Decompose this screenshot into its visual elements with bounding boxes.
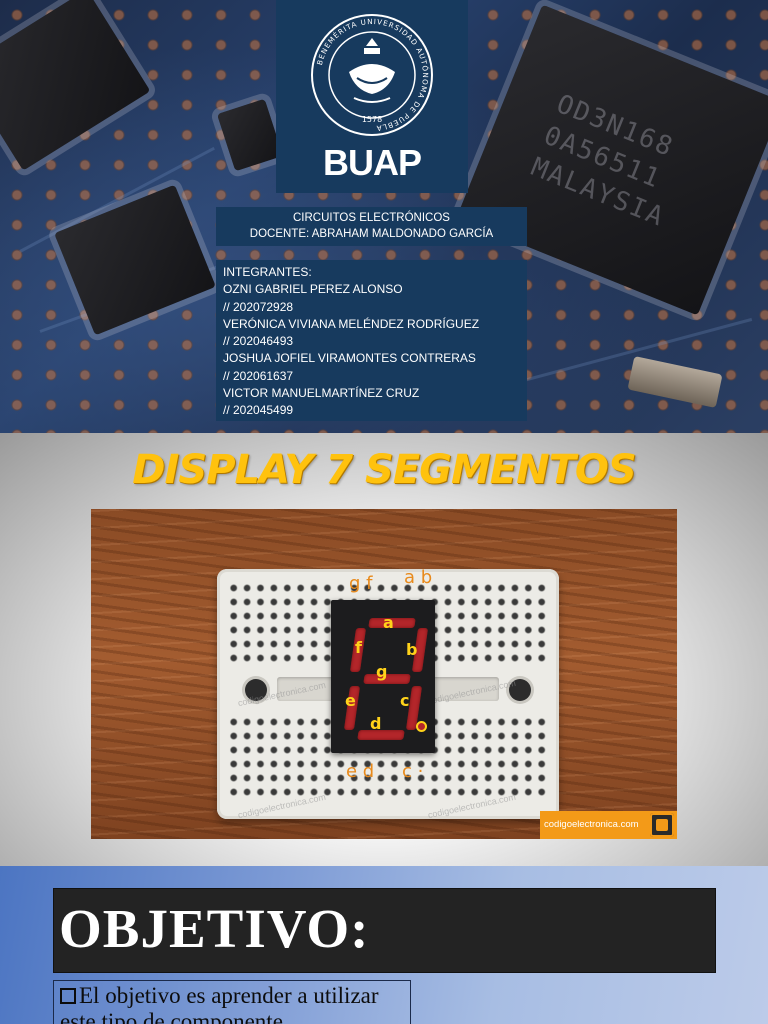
segment-label-e: e	[345, 691, 356, 710]
segment-label-d: d	[370, 714, 382, 733]
member-name: VICTOR MANUELMARTÍNEZ CRUZ	[223, 386, 420, 401]
mount-hole	[245, 679, 267, 701]
member-name: JOSHUA JOFIEL VIRAMONTES CONTRERAS	[223, 351, 476, 366]
member-id: // 202061637	[223, 368, 294, 383]
member-name: VERÓNICA VIVIANA MELÉNDEZ RODRÍGUEZ	[223, 316, 480, 331]
members-heading: INTEGRANTES:	[223, 265, 312, 279]
svg-text:1578: 1578	[362, 115, 382, 124]
segment-label-c: c	[400, 691, 410, 710]
display-slide: DISPLAY 7 SEGMENTOS codigoelectronica.co…	[0, 433, 768, 866]
member-name: OZNI GABRIEL PEREZ ALONSO	[223, 282, 403, 297]
breadboard-photo: codigoelectronica.com codigoelectronica.…	[91, 509, 677, 839]
university-logo-text: BUAP	[322, 142, 422, 183]
objective-text-content: El objetivo es aprender a utilizar este …	[60, 983, 379, 1024]
member-id: // 202072928	[223, 299, 294, 314]
checkbox-bullet-icon	[60, 988, 76, 1004]
source-badge-text: codigoelectronica.com	[544, 819, 639, 830]
pin-label-ed: e d	[346, 761, 375, 782]
seven-segment-display: a f b g e c d	[331, 600, 435, 753]
slide-title: DISPLAY 7 SEGMENTOS	[132, 447, 636, 493]
decimal-point	[416, 721, 427, 732]
objective-text-box: El objetivo es aprender a utilizar este …	[53, 980, 411, 1024]
objective-text: El objetivo es aprender a utilizar este …	[60, 983, 404, 1024]
objective-title-box: OBJETIVO:	[53, 888, 716, 973]
segment-label-g: g	[376, 662, 388, 681]
objective-slide: OBJETIVO: El objetivo es aprender a util…	[0, 866, 768, 1024]
team-members-box: INTEGRANTES: OZNI GABRIEL PEREZ ALONSO /…	[216, 260, 527, 421]
pin-label-ab: a b	[404, 567, 433, 588]
course-teacher: DOCENTE: ABRAHAM MALDONADO GARCÍA	[249, 228, 494, 240]
segment-label-a: a	[383, 613, 394, 632]
member-id: // 202046493	[223, 334, 294, 349]
mount-hole	[509, 679, 531, 701]
segment-label-b: b	[406, 640, 418, 659]
course-name: CIRCUITOS ELECTRÓNICOS	[293, 212, 450, 224]
course-info-box: CIRCUITOS ELECTRÓNICOS DOCENTE: ABRAHAM …	[216, 207, 527, 246]
title-slide: OD3N168 0A56511 MALAYSIA BENEMÉRITA UNIV…	[0, 0, 768, 433]
segment-label-f: f	[355, 638, 362, 657]
objective-title: OBJETIVO:	[59, 898, 370, 959]
pin-label-gf: g f	[349, 573, 373, 594]
source-badge: codigoelectronica.com	[540, 811, 677, 839]
member-id: // 202045499	[223, 403, 294, 418]
chip-icon	[650, 813, 674, 837]
university-seal-icon: BENEMÉRITA UNIVERSIDAD AUTÓNOMA DE PUEBL…	[311, 14, 433, 136]
pin-label-c: c ·	[402, 761, 424, 782]
